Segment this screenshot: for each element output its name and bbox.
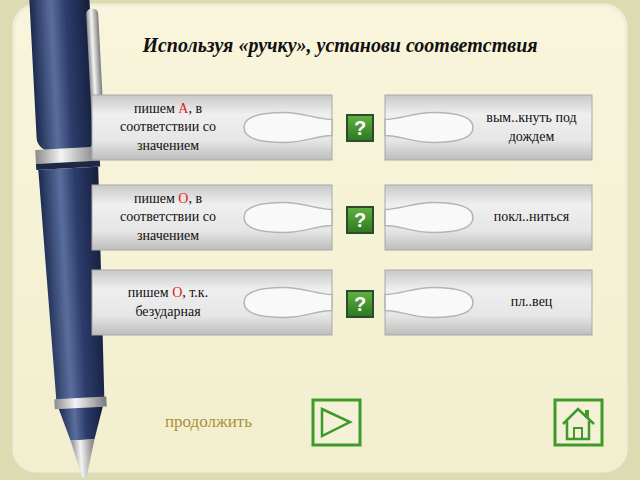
play-button: [313, 400, 360, 445]
home-button: [555, 400, 602, 445]
slide-title: Используя «ручку», установи соответствия: [60, 34, 620, 57]
rule-piece: пишем О, в соответствии со значением: [92, 185, 332, 250]
question-icon: ?: [346, 114, 374, 142]
piece-text: пишем А, в соответствии со значением: [98, 97, 238, 158]
rule-piece: пишем О, т.к. безударная: [92, 270, 332, 335]
piece-text: пишем О, в соответствии со значением: [98, 187, 238, 248]
puzzle-shape: [385, 95, 592, 160]
rule-piece: пишем А, в соответствии со значением: [92, 95, 332, 160]
piece-text: покл..ниться: [477, 187, 586, 248]
puzzle-shape: [385, 270, 592, 335]
piece-text: вым..кнуть под дождем: [477, 97, 586, 158]
piece-text: пл..вец: [477, 272, 586, 333]
word-piece: пл..вец: [385, 270, 592, 335]
continue-link: продолжить: [165, 412, 252, 432]
word-piece: покл..ниться: [385, 185, 592, 250]
panel: [14, 5, 626, 471]
word-piece: вым..кнуть под дождем: [385, 95, 592, 160]
piece-text: пишем О, т.к. безударная: [98, 272, 238, 333]
question-icon: ?: [346, 290, 374, 318]
puzzle-shape: [92, 270, 332, 335]
question-icon: ?: [346, 206, 374, 234]
